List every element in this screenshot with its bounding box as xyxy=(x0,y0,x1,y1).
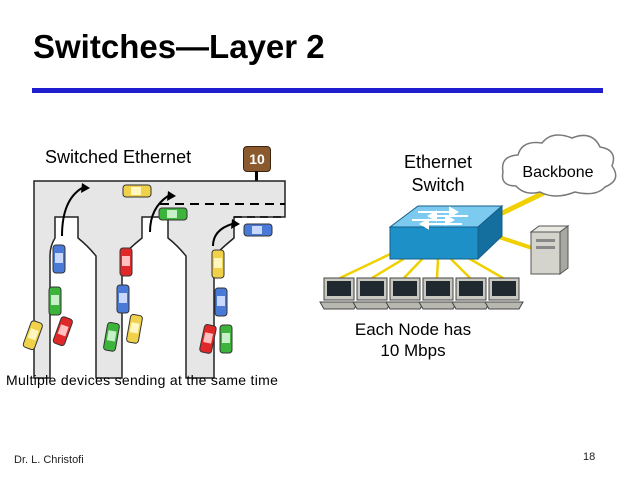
node-speed-label-line1: Each Node has xyxy=(354,320,472,339)
computer-terminal-icon xyxy=(484,277,524,310)
server-tower-icon xyxy=(529,225,570,275)
car-icon xyxy=(199,324,217,354)
car-icon xyxy=(52,244,66,274)
car-icon xyxy=(126,313,143,344)
car-icon xyxy=(103,321,120,352)
car-icon xyxy=(219,324,233,354)
computer-terminal-icon xyxy=(352,277,392,310)
car-icon xyxy=(48,286,62,316)
car-icon xyxy=(119,247,133,277)
page-number: 18 xyxy=(583,451,596,463)
car-icon xyxy=(158,207,188,221)
node-speed-label: Each Node has 10 Mbps xyxy=(340,319,486,362)
computer-terminal-icon xyxy=(319,277,359,310)
car-icon xyxy=(52,316,73,347)
ethernet-switch-label: Ethernet Switch xyxy=(385,151,491,196)
car-icon xyxy=(122,184,152,198)
car-icon xyxy=(211,249,225,279)
car-icon xyxy=(22,320,43,351)
speed-limit-sign-icon: 10 xyxy=(243,146,271,172)
cloud-icon: Backbone xyxy=(501,134,617,197)
node-speed-label-line2: 10 Mbps xyxy=(380,341,446,361)
switched-ethernet-label: Switched Ethernet xyxy=(45,147,192,167)
computer-terminal-icon xyxy=(418,277,458,310)
car-icon xyxy=(116,284,130,314)
slide-title: Switches—Layer 2 xyxy=(33,28,325,65)
backbone-label: Backbone xyxy=(522,164,593,181)
title-underline xyxy=(32,88,603,93)
car-icon xyxy=(214,287,228,317)
computer-terminal-icon xyxy=(385,277,425,310)
footer-author: Dr. L. Christofi xyxy=(14,454,84,466)
car-icon xyxy=(243,223,273,237)
ethernet-switch-icon xyxy=(388,204,504,261)
speed-limit-value: 10 xyxy=(249,151,265,167)
ethernet-switch-label-line1: Ethernet xyxy=(403,152,473,172)
ethernet-switch-label-line2: Switch xyxy=(411,174,465,195)
computer-terminal-icon xyxy=(451,277,491,310)
caption-text: Multiple devices sending at the same tim… xyxy=(6,372,279,388)
road-diagram xyxy=(33,180,286,379)
